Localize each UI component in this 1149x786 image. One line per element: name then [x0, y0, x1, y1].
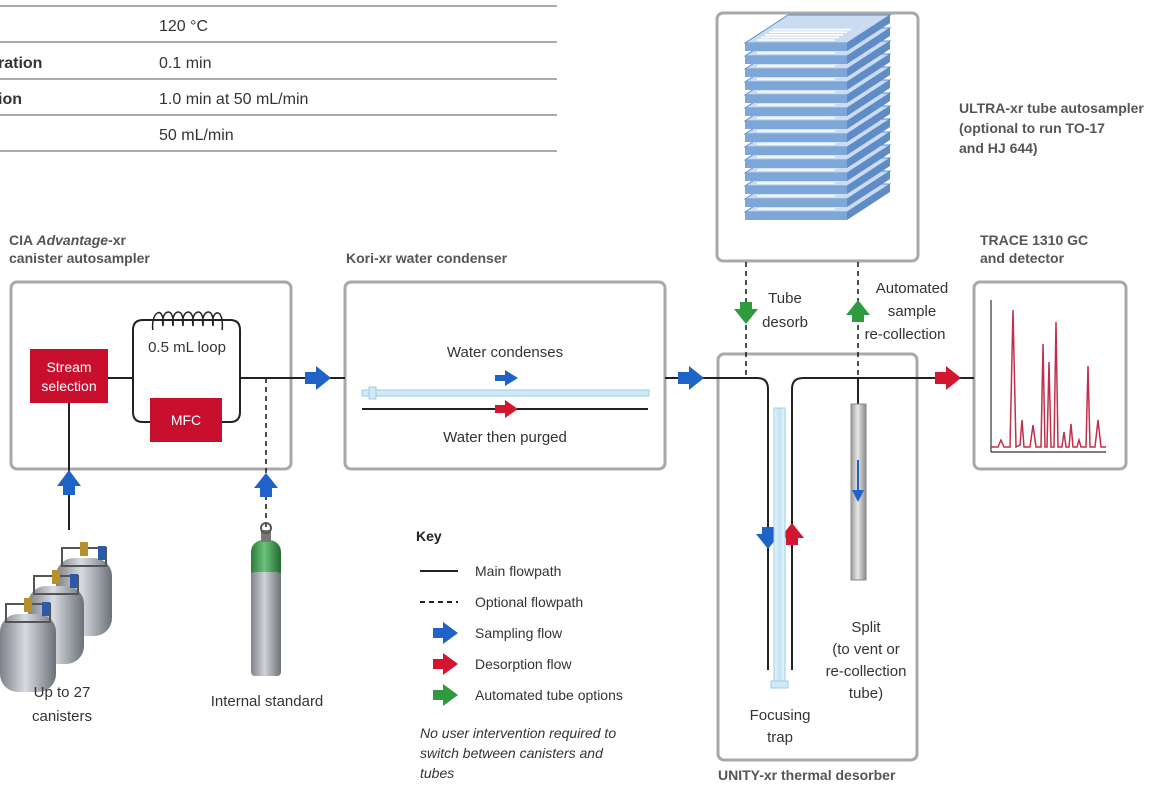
- split-line1: Split: [851, 619, 881, 636]
- focusing-trap-line1: Focusing: [750, 707, 811, 724]
- water-purged-label: Water then purged: [443, 429, 567, 446]
- condenser-trap-cap: [368, 386, 377, 400]
- legend-desorption-label: Desorption flow: [475, 656, 572, 672]
- condenser-trap-channel: [361, 389, 650, 397]
- arrow-kori-to-unity: [678, 366, 704, 390]
- table-row-2-value: 0.1 min: [159, 55, 211, 72]
- arrow-standard-up: [254, 473, 278, 497]
- focusing-trap-cap: [770, 680, 789, 689]
- ultra-title-line2: (optional to run TO-17: [959, 120, 1105, 136]
- split-flow-arrow: [852, 490, 864, 502]
- mfc-box: [150, 398, 222, 442]
- canisters-label-line2: canisters: [32, 708, 92, 725]
- arrow-water-condenses: [495, 370, 518, 386]
- trace-title-line2: and detector: [980, 250, 1065, 266]
- tube-desorb-line1: Tube: [768, 290, 802, 307]
- split-line4: tube): [849, 685, 883, 702]
- legend-note-line2: switch between canisters and: [420, 745, 604, 761]
- loop-coil: [151, 311, 224, 333]
- split-line2: (to vent or: [832, 641, 900, 658]
- kori-box: [343, 280, 667, 471]
- tube-desorb-line2: desorb: [762, 314, 808, 331]
- stream-selection-box: [30, 349, 108, 403]
- internal-standard-cylinder: [251, 522, 281, 676]
- loop-label: 0.5 mL loop: [148, 339, 226, 356]
- main-flowpath: [68, 319, 974, 670]
- canisters-illustration: [0, 542, 112, 692]
- ultra-title-line3: and HJ 644): [959, 140, 1038, 156]
- legend-optional-label: Optional flowpath: [475, 594, 583, 610]
- auto-recollection-line2: sample: [888, 303, 936, 320]
- canisters-label-line1: Up to 27: [34, 684, 91, 701]
- arrow-tube-desorb-down: [734, 302, 758, 324]
- legend-main-label: Main flowpath: [475, 563, 561, 579]
- automated-tube-arrows: [734, 300, 870, 324]
- table-row-3-value: 1.0 min at 50 mL/min: [159, 91, 308, 108]
- legend-automated-arrow: [433, 684, 458, 706]
- ultra-box: [715, 11, 920, 263]
- legend-automated-label: Automated tube options: [475, 687, 623, 703]
- cia-subtitle: canister autosampler: [9, 250, 150, 266]
- legend-note-line1: No user intervention required to: [420, 725, 616, 741]
- legend-sampling-arrow: [433, 622, 458, 644]
- cia-title: CIA Advantage-xr: [9, 232, 127, 248]
- unity-box: [716, 352, 919, 762]
- auto-recollection-line3: re-collection: [865, 326, 946, 343]
- ultra-title-line1: ULTRA-xr tube autosampler: [959, 100, 1144, 116]
- table-row-4-value: 50 mL/min: [159, 127, 234, 144]
- mfc-label: MFC: [171, 412, 201, 428]
- cia-box: [9, 280, 293, 471]
- table-row-1-value: 120 °C: [159, 18, 208, 35]
- legend-sampling-label: Sampling flow: [475, 625, 563, 641]
- internal-standard-label: Internal standard: [211, 693, 324, 710]
- stream-selection-line2: selection: [41, 378, 96, 394]
- arrow-unity-to-gc: [935, 366, 961, 390]
- table-row-3-label: ion: [0, 91, 22, 108]
- focusing-trap-line2: trap: [767, 729, 793, 746]
- tube-tray: [743, 14, 892, 51]
- trace-box: [972, 280, 1128, 471]
- legend-title: Key: [416, 528, 442, 544]
- focusing-trap-tube: [773, 407, 786, 687]
- loop-label-bg: [138, 330, 236, 360]
- arrow-trap-desorb-up: [780, 523, 804, 545]
- unity-title: UNITY-xr thermal desorber: [718, 767, 896, 783]
- arrow-water-purged: [495, 400, 518, 418]
- table-row-2-label: ration: [0, 55, 42, 72]
- chromatogram: [990, 300, 1106, 453]
- water-condenses-label: Water condenses: [447, 344, 563, 361]
- arrow-recollection-up: [846, 300, 870, 322]
- split-line3: re-collection: [826, 663, 907, 680]
- auto-recollection-line1: Automated: [876, 280, 949, 297]
- desorption-flow-arrows: [495, 366, 961, 545]
- legend-note-line3: tubes: [420, 765, 454, 781]
- legend: Key Main flowpath Optional flowpath Samp…: [416, 528, 623, 781]
- stream-selection-line1: Stream: [46, 359, 91, 375]
- parameters-table: 120 °C ration 0.1 min ion 1.0 min at 50 …: [0, 5, 557, 152]
- arrow-canisters-up: [57, 470, 81, 495]
- trace-title-line1: TRACE 1310 GC: [980, 232, 1088, 248]
- legend-desorption-arrow: [433, 653, 458, 675]
- arrow-cia-to-kori: [305, 366, 331, 390]
- kori-title: Kori-xr water condenser: [346, 250, 508, 266]
- tube-tray-stack: [743, 14, 892, 220]
